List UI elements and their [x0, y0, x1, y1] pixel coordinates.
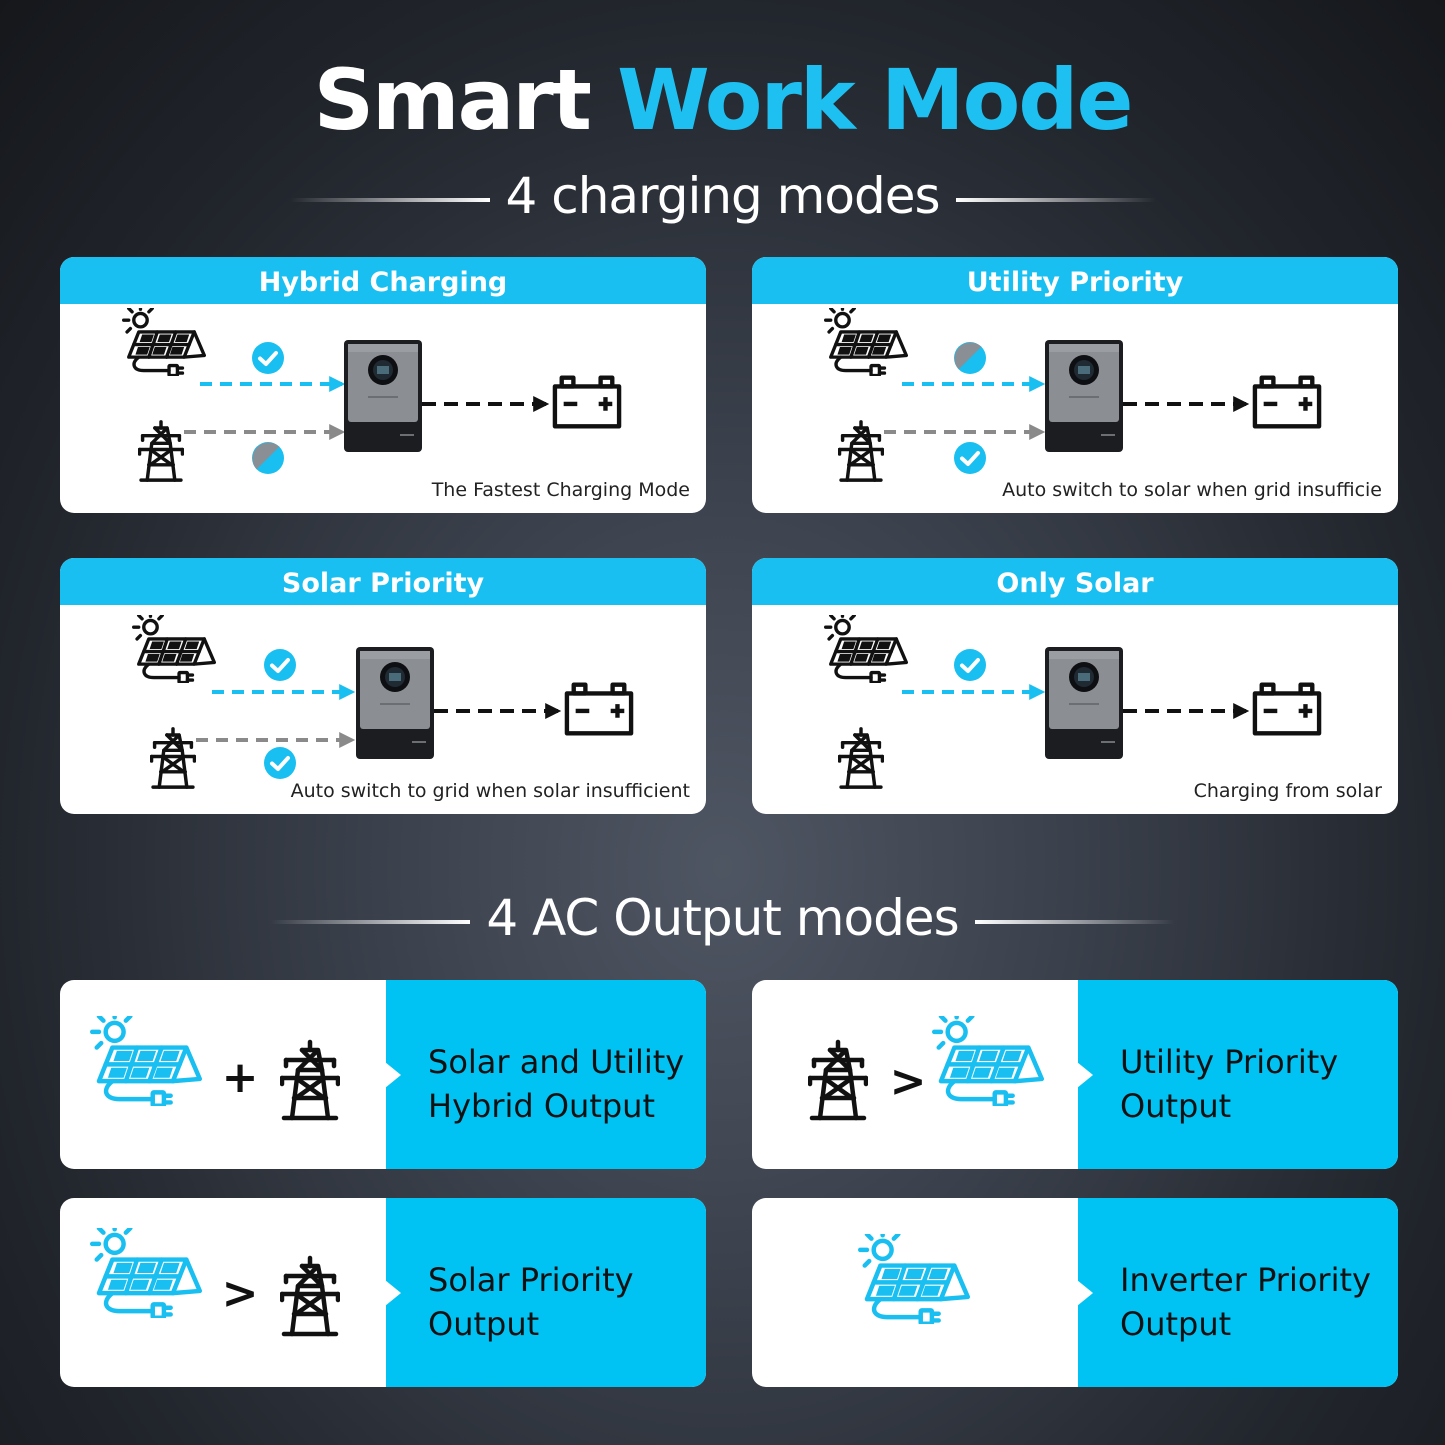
divider-right — [974, 919, 1175, 924]
output-label: Solar Priority Output — [428, 1258, 634, 1346]
output-label: Utility Priority Output — [1120, 1040, 1338, 1128]
card-title: Only Solar — [752, 558, 1398, 605]
battery-icon — [567, 685, 631, 734]
output-mode-utility: > Utility Priority Output — [752, 980, 1398, 1169]
power-tower-icon — [810, 1042, 866, 1118]
output-mode-solar: > Solar Priority Output — [60, 1198, 706, 1387]
power-tower-icon — [138, 420, 184, 482]
output-label-panel: Inverter Priority Output — [1077, 1198, 1398, 1387]
inverter-icon — [356, 647, 434, 759]
output-label-line1: Utility Priority — [1120, 1043, 1339, 1081]
solar-panel-icon — [92, 1228, 200, 1318]
battery-icon — [555, 378, 619, 427]
solar-panel-icon — [860, 1234, 968, 1324]
card-caption: The Fastest Charging Mode — [431, 479, 690, 501]
output-label-line2: Output — [1120, 1087, 1232, 1125]
panel-notch — [385, 1062, 401, 1088]
output-label-line2: Hybrid Output — [428, 1087, 655, 1125]
inverter-icon — [344, 340, 422, 452]
power-tower-icon — [282, 1042, 338, 1118]
output-mode-hybrid: + Solar and Utility Hybrid Output — [60, 980, 706, 1169]
output-label-line2: Output — [428, 1305, 540, 1343]
operator-symbol: + — [222, 1052, 259, 1103]
solar-panel-icon — [122, 308, 206, 376]
title-part-1: Smart — [313, 51, 592, 149]
title-part-2: Work Mode — [617, 51, 1133, 149]
inverter-icon — [1045, 647, 1123, 759]
output-mode-inverter: Inverter Priority Output — [752, 1198, 1398, 1387]
solar-panel-icon — [92, 1016, 200, 1106]
operator-symbol: > — [222, 1268, 259, 1319]
card-caption: Auto switch to solar when grid insuffici… — [1002, 479, 1382, 501]
solar-panel-icon — [824, 615, 908, 683]
card-caption: Auto switch to grid when solar insuffici… — [290, 780, 690, 802]
card-caption: Charging from solar — [1193, 780, 1382, 802]
output-label-line1: Solar Priority — [428, 1261, 634, 1299]
divider-left — [289, 197, 490, 202]
inverter-icon — [1045, 340, 1123, 452]
card-hybrid-charging: Hybrid Charging The Fastest Charging Mod… — [60, 257, 706, 513]
output-label-panel: Solar Priority Output — [385, 1198, 706, 1387]
charging-heading-text: 4 charging modes — [505, 167, 941, 225]
card-utility-priority: Utility Priority Auto switch to solar wh… — [752, 257, 1398, 513]
charging-modes-heading: 4 charging modes — [0, 166, 1445, 226]
half-status-icon — [252, 442, 284, 474]
output-icons — [752, 1198, 1082, 1387]
output-icons: + — [60, 980, 390, 1169]
output-label-panel: Utility Priority Output — [1077, 980, 1398, 1169]
card-title: Utility Priority — [752, 257, 1398, 304]
battery-icon — [1255, 378, 1319, 427]
check-icon — [954, 442, 986, 474]
charging-diagram — [122, 308, 706, 482]
check-icon — [264, 649, 296, 681]
solar-panel-icon — [132, 615, 216, 683]
card-only-solar: Only Solar Charging from solar — [752, 558, 1398, 814]
panel-notch — [1077, 1062, 1093, 1088]
output-modes-heading: 4 AC Output modes — [0, 888, 1445, 948]
output-heading-text: 4 AC Output modes — [486, 889, 959, 947]
divider-left — [270, 919, 471, 924]
output-label-line1: Solar and Utility — [428, 1043, 685, 1081]
output-label-panel: Solar and Utility Hybrid Output — [385, 980, 706, 1169]
solar-panel-icon — [824, 308, 908, 376]
solar-panel-icon — [934, 1016, 1042, 1106]
output-label-line1: Inverter Priority — [1120, 1261, 1371, 1299]
output-icons: > — [752, 980, 1082, 1169]
operator-symbol: > — [890, 1056, 927, 1107]
power-tower-icon — [282, 1258, 338, 1334]
check-icon — [954, 649, 986, 681]
output-label: Inverter Priority Output — [1120, 1258, 1371, 1346]
power-tower-icon — [150, 727, 196, 789]
panel-notch — [385, 1280, 401, 1306]
charging-diagram — [132, 615, 706, 789]
half-status-icon — [954, 342, 986, 374]
power-tower-icon — [838, 420, 884, 482]
card-solar-priority: Solar Priority Auto switch to grid when … — [60, 558, 706, 814]
output-icons: > — [60, 1198, 390, 1387]
output-label: Solar and Utility Hybrid Output — [428, 1040, 684, 1128]
check-icon — [252, 342, 284, 374]
page-title: Smart Work Mode — [0, 50, 1445, 150]
output-label-line2: Output — [1120, 1305, 1232, 1343]
battery-icon — [1255, 685, 1319, 734]
card-title: Hybrid Charging — [60, 257, 706, 304]
check-icon — [264, 747, 296, 779]
divider-right — [955, 197, 1156, 202]
charging-diagram — [824, 308, 1398, 482]
panel-notch — [1077, 1280, 1093, 1306]
power-tower-icon — [838, 727, 884, 789]
charging-diagram — [824, 615, 1398, 789]
card-title: Solar Priority — [60, 558, 706, 605]
